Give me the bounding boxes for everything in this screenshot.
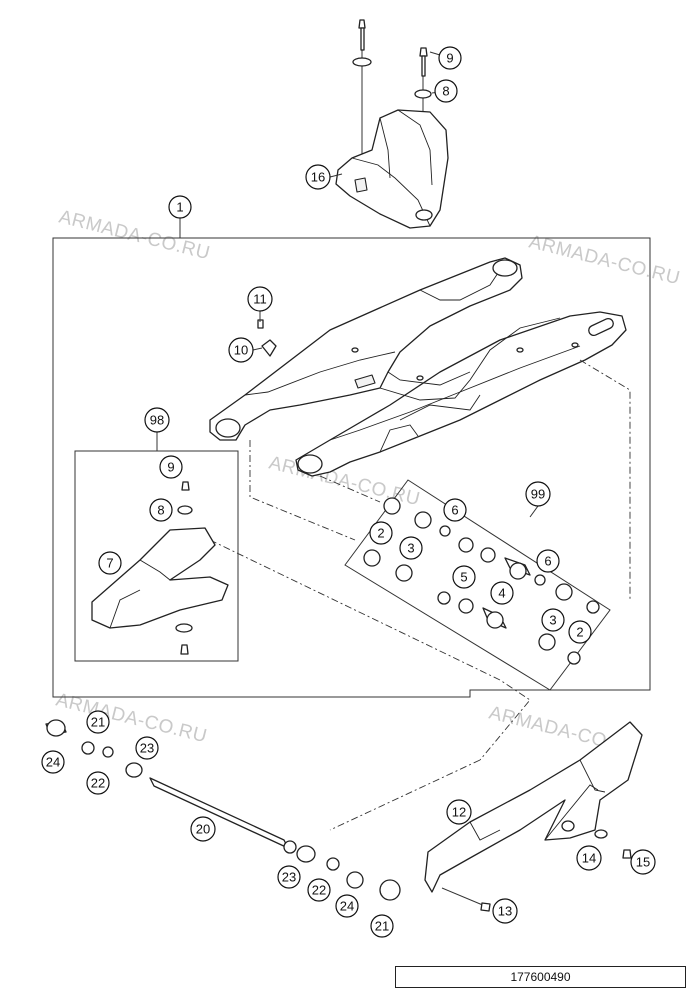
svg-text:98: 98 <box>150 413 164 428</box>
callout-13: 13 <box>492 898 518 924</box>
watermark-4: ARMADA-CO.RU <box>54 689 209 747</box>
svg-text:14: 14 <box>582 851 596 866</box>
svg-text:20: 20 <box>196 822 210 837</box>
bearing-kit-part-99 <box>344 479 611 691</box>
svg-text:13: 13 <box>498 904 512 919</box>
svg-text:22: 22 <box>312 883 326 898</box>
svg-text:3: 3 <box>407 541 414 556</box>
callout-6-top: 6 <box>443 498 467 522</box>
drawing-number: 177600490 <box>395 966 686 988</box>
svg-text:8: 8 <box>157 503 164 518</box>
callout-15: 15 <box>630 849 656 875</box>
svg-text:5: 5 <box>460 570 467 585</box>
svg-text:7: 7 <box>106 556 113 571</box>
svg-text:24: 24 <box>46 755 60 770</box>
svg-text:8: 8 <box>442 84 449 99</box>
svg-text:6: 6 <box>544 554 551 569</box>
callout-24-bottom: 24 <box>335 894 359 918</box>
callout-8-top: 8 <box>434 79 458 103</box>
callout-3-bottom: 3 <box>541 608 565 632</box>
svg-text:3: 3 <box>549 613 556 628</box>
callout-98: 98 <box>144 407 170 433</box>
swingarm-assembly-frame <box>52 220 651 698</box>
svg-text:23: 23 <box>282 870 296 885</box>
svg-text:21: 21 <box>375 919 389 934</box>
svg-text:12: 12 <box>452 805 466 820</box>
watermarks: ARMADA-CO.RU ARMADA-CO.RU ARMADA-CO.RU A… <box>54 206 682 760</box>
callout-22-bottom: 22 <box>307 878 331 902</box>
svg-text:9: 9 <box>167 460 174 475</box>
callout-22-top: 22 <box>86 771 110 795</box>
watermark-2: ARMADA-CO.RU <box>527 231 682 289</box>
chain-guard-part-12 <box>424 721 643 912</box>
svg-text:24: 24 <box>340 899 354 914</box>
callout-3-top: 3 <box>399 536 423 560</box>
callout-5: 5 <box>452 565 476 589</box>
callout-11: 11 <box>247 286 273 312</box>
callout-21-bottom: 21 <box>370 914 394 938</box>
callout-9-top: 9 <box>438 46 462 70</box>
svg-text:4: 4 <box>498 586 505 601</box>
callout-6-right: 6 <box>536 549 560 573</box>
svg-text:1: 1 <box>176 200 183 215</box>
callout-2-top: 2 <box>369 521 393 545</box>
callout-12: 12 <box>446 799 472 825</box>
chain-slider-part-98 <box>74 430 239 662</box>
callout-8-slider: 8 <box>149 498 173 522</box>
callout-20: 20 <box>190 816 216 842</box>
callout-7: 7 <box>98 551 122 575</box>
swingarm-axle-part-20 <box>45 719 401 901</box>
svg-text:9: 9 <box>446 51 453 66</box>
swingarm-part-1 <box>209 257 627 477</box>
watermark-1: ARMADA-CO.RU <box>57 206 212 264</box>
svg-text:11: 11 <box>253 292 267 307</box>
callout-21-top: 21 <box>86 710 110 734</box>
svg-text:16: 16 <box>311 170 325 185</box>
callout-23-top: 23 <box>135 736 159 760</box>
svg-text:10: 10 <box>234 343 248 358</box>
callout-24-top: 24 <box>41 750 65 774</box>
callout-23-bottom: 23 <box>277 865 301 889</box>
callout-14: 14 <box>576 845 602 871</box>
svg-text:15: 15 <box>636 855 650 870</box>
svg-text:2: 2 <box>576 625 583 640</box>
svg-text:22: 22 <box>91 776 105 791</box>
callout-2-bottom: 2 <box>568 620 592 644</box>
callout-9-slider: 9 <box>159 455 183 479</box>
mudguard-part-16 <box>335 19 449 229</box>
pivot-dash-lines <box>209 359 631 831</box>
callout-1: 1 <box>168 195 192 219</box>
svg-text:21: 21 <box>91 715 105 730</box>
callout-16: 16 <box>305 164 331 190</box>
svg-text:99: 99 <box>531 487 545 502</box>
callout-10: 10 <box>228 337 254 363</box>
callout-4: 4 <box>490 581 514 605</box>
callout-99: 99 <box>525 481 551 507</box>
svg-text:23: 23 <box>140 741 154 756</box>
svg-text:2: 2 <box>377 526 384 541</box>
svg-text:6: 6 <box>451 503 458 518</box>
